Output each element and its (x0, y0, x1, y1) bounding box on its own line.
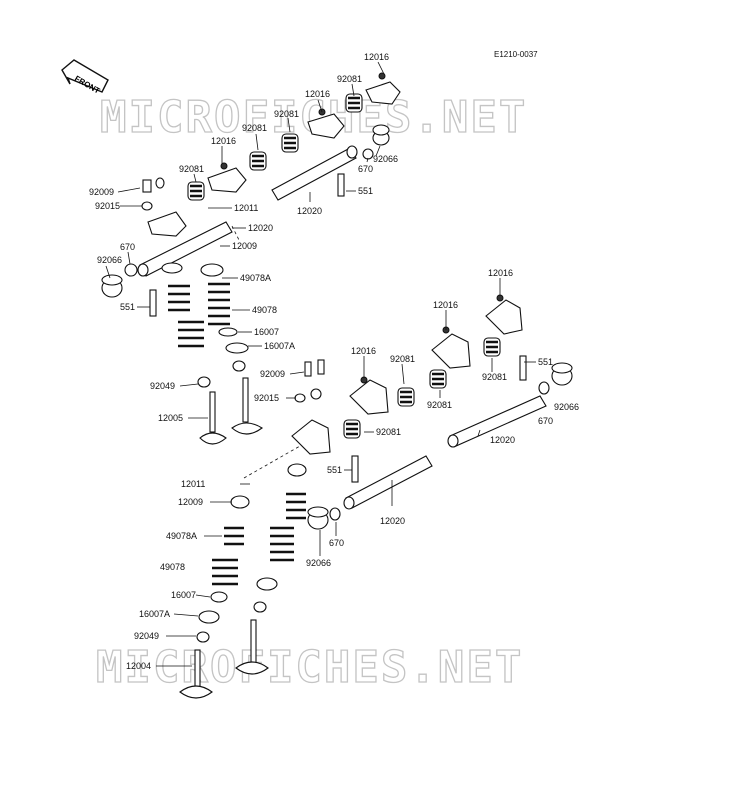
part-label-p22: 16007 (254, 327, 279, 337)
o-ring-right (538, 381, 550, 395)
pin-left (149, 289, 157, 317)
spring-upper-a (345, 93, 363, 113)
valve-spring-set-lower (196, 463, 307, 643)
rocker-shaft-right (447, 395, 547, 448)
part-label-p45: 670 (329, 538, 344, 548)
part-label-p44: 49078 (160, 562, 185, 572)
valve-intake-lower (235, 619, 269, 675)
part-label-p33: 92081 (427, 400, 452, 410)
adjuster-screw-left (141, 177, 165, 211)
pin-upper (337, 173, 345, 197)
part-label-p19: 49078A (240, 273, 271, 283)
pin-lower (351, 455, 359, 483)
part-label-p30: 551 (538, 357, 553, 367)
rocker-arm-right-4 (291, 419, 331, 455)
part-label-p03: 12016 (305, 89, 330, 99)
part-label-p38: 12020 (490, 435, 515, 445)
plug-lower (307, 506, 329, 530)
part-label-p39: 12011 (181, 479, 205, 489)
rocker-arm-right-2 (431, 326, 471, 369)
part-label-p15: 12020 (248, 223, 273, 233)
part-label-p34: 92081 (482, 372, 507, 382)
part-label-p23: 16007A (264, 341, 295, 351)
rocker-arm-right-3 (349, 376, 389, 415)
spring-right-c (397, 387, 415, 407)
part-label-p35: 92066 (554, 402, 579, 412)
spring-upper-b (281, 133, 299, 153)
valve-exhaust-upper (199, 391, 227, 445)
rocker-shaft-lower (343, 455, 433, 510)
part-label-p01: 12016 (364, 52, 389, 62)
adjuster-screw-right (294, 359, 325, 403)
leader-dashed-lower (243, 445, 301, 479)
part-label-p08: 670 (358, 164, 373, 174)
part-label-p16: 670 (120, 242, 135, 252)
part-label-p50: 12004 (126, 661, 151, 671)
part-label-p42: 49078A (166, 531, 197, 541)
part-label-p26: 12016 (488, 268, 513, 278)
part-label-p49: 92049 (134, 631, 159, 641)
spring-upper-d (187, 181, 205, 201)
part-label-p24: 92049 (150, 381, 175, 391)
part-label-p47: 16007 (171, 590, 196, 600)
leader-lines (105, 61, 536, 667)
part-label-p41: 12009 (178, 497, 203, 507)
rocker-arm-upper-2 (307, 108, 345, 139)
spring-right-b (429, 369, 447, 389)
spring-right-d (343, 419, 361, 439)
part-label-p11: 12020 (297, 206, 322, 216)
part-label-p37: 92081 (376, 427, 401, 437)
part-label-p28: 12016 (351, 346, 376, 356)
part-label-p10: 551 (358, 186, 373, 196)
pin-right (519, 355, 527, 381)
part-label-p21: 49078 (252, 305, 277, 315)
rocker-shaft-upper (271, 145, 358, 201)
o-ring-left (124, 263, 138, 277)
valve-exhaust-lower (179, 649, 213, 699)
part-label-p25: 12005 (158, 413, 183, 423)
plug-left (101, 274, 123, 298)
part-label-p09: 92081 (179, 164, 204, 174)
part-label-p32: 92015 (254, 393, 279, 403)
o-ring-lower (329, 507, 341, 521)
watermark-bottom: MICROFICHES.NET (96, 642, 523, 693)
part-label-p04: 92081 (274, 109, 299, 119)
part-label-p07: 92081 (242, 123, 267, 133)
spring-right-a (483, 337, 501, 357)
rocker-arm-upper-4 (147, 211, 187, 237)
o-ring-upper (362, 148, 374, 160)
plug-upper (372, 124, 390, 146)
part-label-p17: 12009 (232, 241, 257, 251)
part-label-p20: 551 (120, 302, 135, 312)
part-label-p48: 16007A (139, 609, 170, 619)
part-label-p27: 12016 (433, 300, 458, 310)
part-label-p36: 670 (538, 416, 553, 426)
part-label-p31: 92009 (260, 369, 285, 379)
front-arrow-icon: FRONT (61, 59, 109, 96)
part-label-p05: 92066 (373, 154, 398, 164)
part-label-p29: 92081 (390, 354, 415, 364)
diagram-code: E1210-0037 (494, 50, 538, 59)
rocker-arm-right-1 (485, 294, 523, 335)
rocker-arm-upper-1 (365, 72, 401, 105)
part-label-p43: 12020 (380, 516, 405, 526)
part-label-p12: 92009 (89, 187, 114, 197)
rocker-arm-upper-3 (207, 162, 247, 193)
leader-dashed-upper (231, 225, 241, 243)
part-label-p18: 92066 (97, 255, 122, 265)
spring-upper-c (249, 151, 267, 171)
part-label-p46: 92066 (306, 558, 331, 568)
part-label-p13: 92015 (95, 201, 120, 211)
plug-right (551, 362, 573, 386)
valve-spring-set-upper (161, 262, 249, 388)
watermark-top: MICROFICHES.NET (100, 92, 527, 143)
part-label-p40: 551 (327, 465, 342, 475)
rocker-shaft-left (137, 221, 233, 277)
part-label-p06: 12016 (211, 136, 236, 146)
part-label-p02: 92081 (337, 74, 362, 84)
valve-intake-upper (231, 377, 263, 435)
part-label-p14: 12011 (234, 203, 258, 213)
